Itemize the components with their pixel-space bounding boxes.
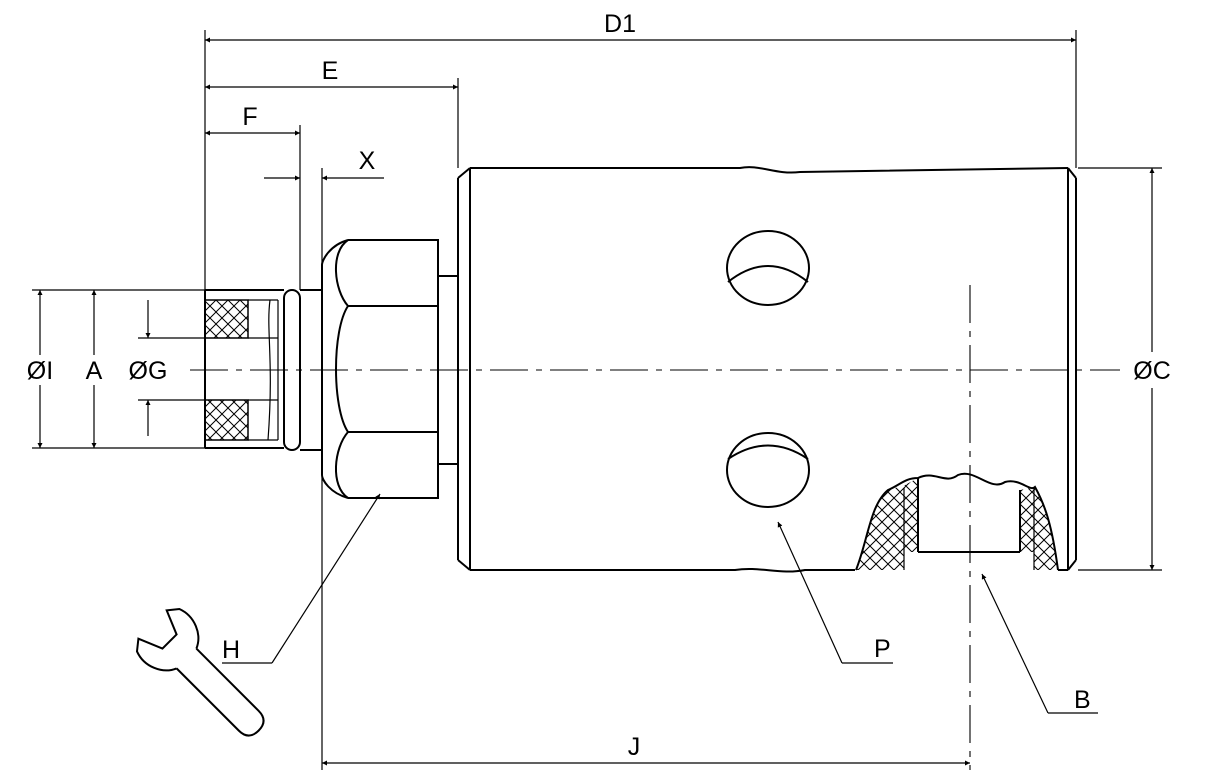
b-label: B (1074, 686, 1091, 714)
dimension-f: F (205, 103, 300, 136)
oi-label: ØI (27, 357, 53, 385)
dimension-e: E (205, 57, 458, 90)
hex-nut (321, 239, 439, 499)
leader-p: P (777, 521, 893, 664)
neck (438, 275, 458, 465)
extension-lines (32, 30, 1162, 770)
dimension-d1: D1 (205, 10, 1076, 43)
radial-port-upper (726, 230, 810, 306)
dimension-x: X (264, 147, 384, 181)
broken-out-section (855, 472, 1059, 571)
dimension-oc: ØC (1133, 168, 1171, 570)
wrench-icon (135, 607, 265, 737)
leader-h: H (222, 493, 381, 664)
dimension-a: A (86, 290, 103, 448)
a-label: A (86, 357, 103, 385)
og-label: ØG (129, 357, 168, 385)
p-label: P (874, 635, 891, 663)
oc-label: ØC (1133, 357, 1171, 385)
j-label: J (628, 733, 641, 761)
d1-label: D1 (604, 10, 636, 38)
x-label: X (359, 147, 376, 175)
housing (457, 166, 1077, 573)
spigot (204, 289, 322, 451)
h-label: H (222, 636, 240, 664)
leader-b: B (981, 573, 1098, 714)
dimension-j: J (322, 733, 970, 766)
f-label: F (242, 103, 257, 131)
radial-port-lower (726, 432, 810, 508)
e-label: E (322, 57, 339, 85)
dimension-og: ØG (129, 300, 168, 436)
dimension-oi: ØI (27, 290, 53, 448)
